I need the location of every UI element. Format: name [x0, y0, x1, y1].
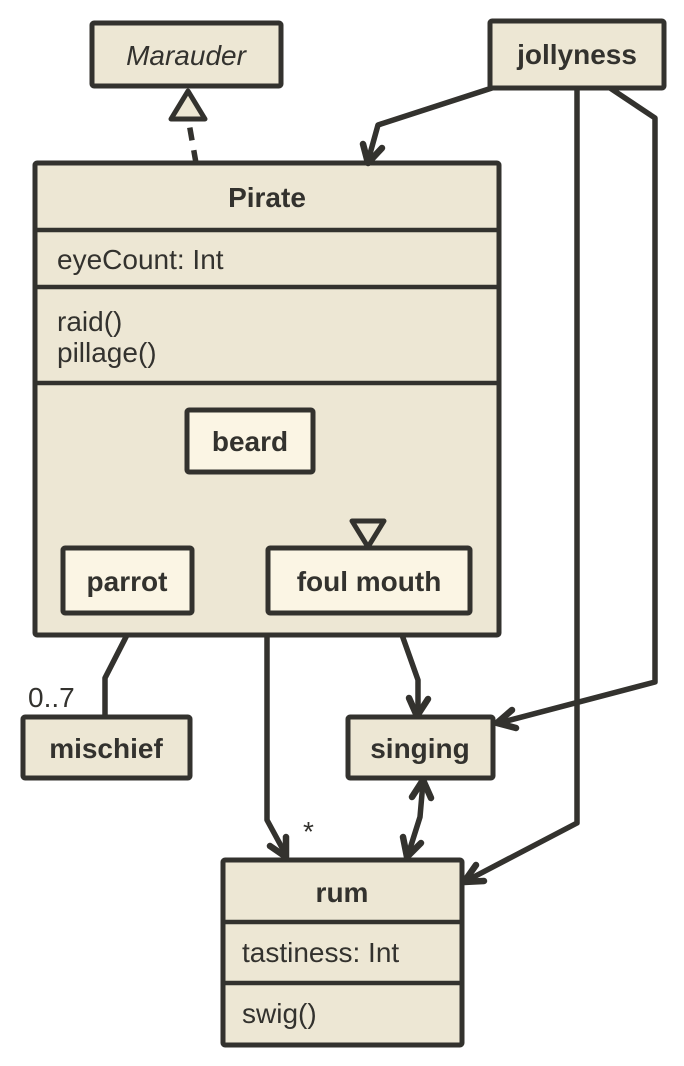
class-title-pirate: Pirate [228, 182, 306, 213]
arrowhead-rum-top [399, 833, 425, 861]
arrowhead-singing-top [405, 694, 432, 720]
class-title-marauder: Marauder [126, 40, 248, 71]
multiplicity-label-rum: * [303, 816, 314, 847]
class-box-parrot [60, 545, 195, 616]
edge-labels-layer: 0..7 * [28, 682, 314, 847]
pirate-attribute-eyecount: eyeCount: Int [57, 244, 224, 275]
hollow-triangle-arrowhead-foul-mouth [349, 518, 387, 550]
class-node-singing: singing [345, 714, 496, 781]
class-box-rum [220, 857, 465, 1048]
edge-pirate-mischief [102, 633, 130, 717]
class-node-mischief: mischief [20, 714, 193, 781]
class-title-beard: beard [212, 426, 288, 457]
class-box-jollyness [487, 18, 667, 91]
class-node-pirate: Pirate eyeCount: Int raid() pillage() be… [32, 160, 502, 638]
arrowhead-rum-top-left [266, 833, 290, 861]
class-node-beard: beard [184, 407, 316, 475]
class-node-rum: rum tastiness: Int swig() [220, 857, 465, 1048]
edge-pirate-rum [264, 635, 289, 857]
hollow-triangle-arrowhead-marauder [168, 88, 208, 122]
rum-method-swig: swig() [242, 998, 317, 1029]
class-title-parrot: parrot [87, 566, 168, 597]
class-title-mischief: mischief [49, 733, 163, 764]
class-node-jollyness: jollyness [487, 18, 667, 91]
class-box-pirate [32, 160, 502, 638]
class-title-singing: singing [370, 733, 470, 764]
edge-singing-rum [405, 781, 426, 856]
arrowheads-layer [168, 88, 520, 886]
class-box-beard [184, 407, 316, 475]
class-box-mischief [20, 714, 193, 781]
class-node-parrot: parrot [60, 545, 195, 616]
class-title-foul-mouth: foul mouth [297, 566, 442, 597]
edge-pirate-marauder [186, 122, 199, 164]
class-box-marauder [89, 20, 284, 89]
arrowhead-pirate-top [359, 140, 386, 167]
multiplicity-label-mischief: 0..7 [28, 682, 75, 713]
edge-jollyness-pirate [365, 85, 493, 162]
class-node-marauder: Marauder [89, 20, 284, 89]
arrowhead-singing-right [493, 706, 520, 732]
pirate-method-pillage: pillage() [57, 337, 157, 368]
class-title-rum: rum [316, 877, 369, 908]
arrowhead-singing-bottom [408, 776, 435, 802]
class-node-foul-mouth: foul mouth [265, 545, 473, 616]
class-title-jollyness: jollyness [516, 39, 637, 70]
rum-attribute-tastiness: tastiness: Int [242, 937, 399, 968]
pirate-method-raid: raid() [57, 306, 122, 337]
edge-jollyness-rum [464, 88, 580, 884]
edge-pirate-singing [399, 634, 421, 714]
arrowhead-rum-right [460, 861, 488, 886]
